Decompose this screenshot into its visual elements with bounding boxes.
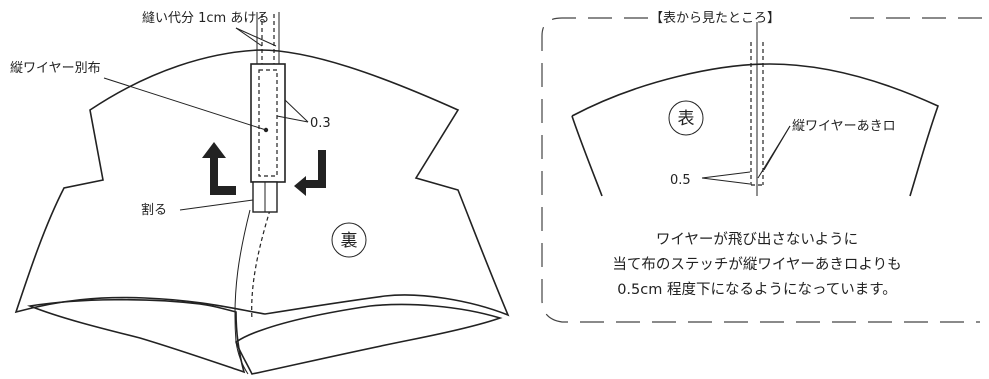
press-arrow-left [202,142,236,195]
press-open-label: 割る [141,202,167,218]
width-leader-2 [276,115,309,123]
right-panel-front-view: 【表から見たところ】 表 縦ワイヤーあきロ 0.5 ワイヤーが飛び出さないように… [541,11,985,323]
wire-fabric-leader-dot [263,127,269,133]
front-view-title: 【表から見たところ】 [650,11,780,26]
garment-body-outline [14,49,510,317]
note-line-2: 当て布のステッチが縦ワイヤーあきロよりも [612,256,901,273]
wire-opening-label: 縦ワイヤーあきロ [792,119,896,134]
reverse-side-mark: 裏 [341,230,358,251]
offset-label: 0.5 [670,173,691,188]
front-fabric-outline [571,63,939,197]
offset-leader-2 [701,177,751,185]
wire-casing-strip [250,63,286,183]
center-seam-line [234,209,251,375]
garment-lower-fold-right [235,303,503,375]
wire-fabric-leader [103,77,267,131]
garment-lower-fold [27,298,246,374]
seam-allowance-label: 縫い代分 1cm あける [142,11,269,26]
wire-opening-leader-2 [757,125,791,179]
width-label: 0.3 [310,116,331,131]
wire-casing-stitch [258,69,278,177]
front-fabric-left-edge [571,115,603,197]
note-line-3: 0.5cm 程度下になるようになっています。 [617,281,897,298]
left-panel-inside-view: 裏 縫い代分 1cm あける 縦ワイヤー別布 0.3 割る [10,11,510,375]
front-side-mark-circle [668,100,704,136]
press-arrow-right [294,150,326,196]
wire-fabric-label: 縦ワイヤー別布 [10,61,101,76]
seam-allowance-leader-1 [235,27,263,47]
panel-frame [541,17,980,323]
reverse-side-mark-circle [331,222,367,258]
offset-leader-1 [701,171,751,179]
press-open-leader [179,199,254,211]
note-line-1: ワイヤーが飛び出さないように [656,231,858,248]
front-side-mark: 表 [678,109,695,129]
seam-allowance-leader-2 [235,27,277,47]
width-leader-1 [284,99,309,123]
center-seam-stitch [251,209,271,321]
